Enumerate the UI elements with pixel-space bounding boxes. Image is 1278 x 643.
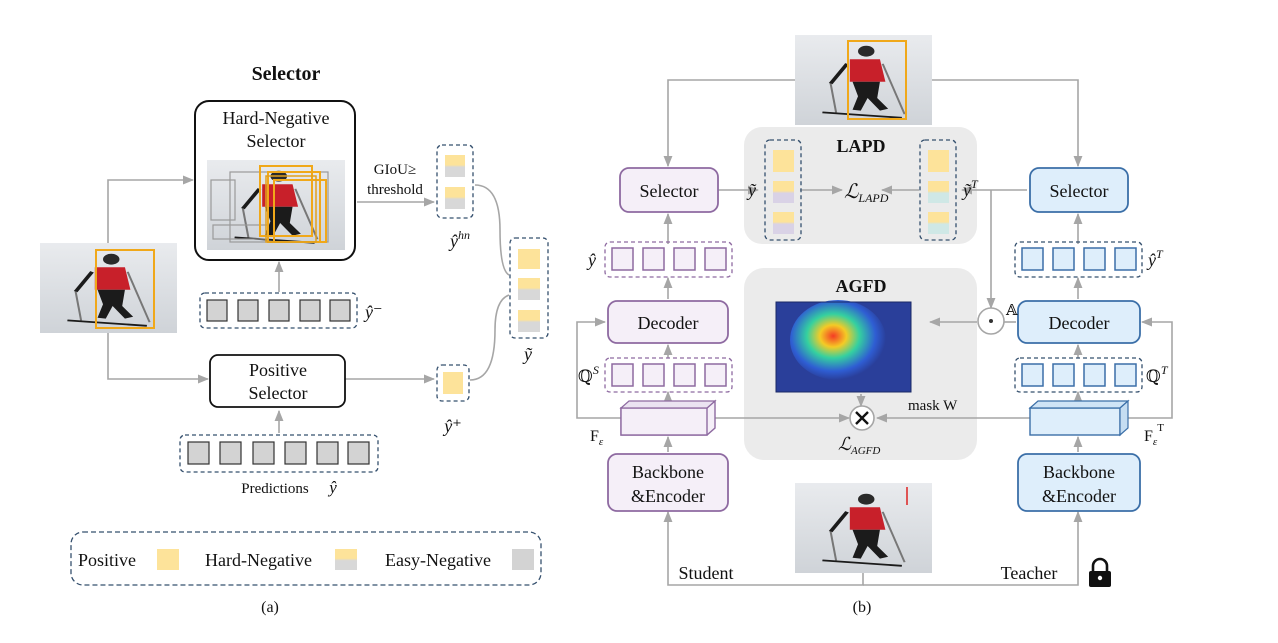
y-hat-hn-label: ŷhn [448, 228, 470, 251]
student-feature-map [619, 399, 717, 436]
y-hat-minus-row [199, 292, 358, 329]
teacher-y-hat-label: ŷT [1146, 247, 1164, 270]
teacher-label: Teacher [1001, 563, 1058, 583]
a-operator [977, 307, 1005, 335]
lapd-region [744, 127, 977, 244]
lapd-title: LAPD [837, 136, 886, 156]
student-query-label: ℚS [578, 363, 599, 386]
mask-w-label: mask W [908, 398, 958, 414]
teacher-backbone-line2: &Encoder [1042, 486, 1116, 506]
teacher-decoder-label: Decoder [1049, 313, 1110, 333]
teacher-decoder: Decoder [1017, 300, 1141, 344]
y-tilde-label-a: ỹ [522, 344, 533, 364]
caption-a: (a) [261, 599, 279, 616]
multiply-operator [849, 405, 875, 431]
student-decoder-label: Decoder [638, 313, 699, 333]
lapd-student-column [764, 139, 802, 241]
lock-icon [1089, 557, 1111, 587]
giou-label-line2: threshold [367, 182, 423, 198]
student-selector-label: Selector [640, 181, 699, 201]
student-label: Student [678, 563, 733, 583]
legend-positive-swatch [157, 549, 179, 570]
y-hat-plus-box [436, 364, 470, 402]
teacher-query-label: ℚT [1146, 363, 1169, 386]
student-backbone-line1: Backbone [632, 462, 704, 482]
legend: Positive Hard-Negative Easy-Negative [70, 531, 542, 586]
legend-easy-negative-swatch [512, 549, 534, 570]
student-backbone-line2: &Encoder [631, 486, 705, 506]
legend-positive-label: Positive [78, 550, 136, 570]
predictions-y-hat: ŷ [327, 478, 337, 497]
hard-negative-selector-line1: Hard-Negative [223, 108, 330, 128]
hard-negative-selector-line2: Selector [247, 131, 306, 151]
caption-b: (b) [853, 599, 872, 616]
teacher-query-row [1014, 357, 1143, 393]
teacher-y-hat-row [1014, 241, 1143, 278]
student-y-hat-row [604, 241, 733, 278]
legend-hard-negative-swatch [335, 549, 357, 570]
teacher-selector: Selector [1029, 167, 1129, 213]
agfd-title: AGFD [836, 276, 887, 296]
predictions-row [179, 434, 379, 473]
student-query-row [604, 357, 733, 393]
teacher-feature-label: FεT [1144, 422, 1164, 448]
student-feature-label: Fε [590, 428, 604, 448]
lapd-y-tilde-teacher: ỹT [961, 177, 979, 200]
teacher-feature-map [1028, 399, 1130, 437]
legend-hard-negative-label: Hard-Negative [205, 550, 312, 570]
connectors-a [107, 175, 510, 433]
attention-heatmap [775, 300, 912, 393]
l-agfd-label: ℒAGFD [838, 434, 880, 457]
student-backbone: Backbone &Encoder [607, 453, 729, 512]
giou-label-line1: GIoU≥ [374, 162, 416, 178]
panel-a-title: Selector [252, 63, 321, 85]
y-hat-minus-label: ŷ⁻ [363, 302, 383, 322]
teacher-backbone-line1: Backbone [1043, 462, 1115, 482]
lapd-y-tilde-student: ỹ [746, 180, 757, 200]
lapd-teacher-column [919, 139, 957, 241]
y-hat-hn-column [436, 144, 474, 219]
top-image-b [795, 35, 932, 125]
l-lapd-label: ℒLAPD [844, 181, 889, 205]
y-hat-plus-label: ŷ⁺ [442, 416, 462, 436]
teacher-selector-label: Selector [1050, 181, 1109, 201]
hard-negative-selector: Hard-Negative Selector [194, 100, 356, 261]
connectors-b [576, 79, 1173, 586]
bottom-image-b [795, 483, 932, 573]
teacher-backbone: Backbone &Encoder [1017, 453, 1141, 512]
a-symbol: 𝔸 [1005, 303, 1018, 319]
predictions-label: Predictions [241, 481, 309, 497]
positive-selector-line2: Selector [249, 383, 308, 403]
legend-easy-negative-label: Easy-Negative [385, 550, 491, 570]
y-tilde-column [509, 237, 549, 339]
positive-selector-line1: Positive [249, 360, 307, 380]
student-selector: Selector [619, 167, 719, 213]
positive-selector: Positive Selector [209, 354, 346, 408]
input-image-a [40, 243, 177, 333]
student-y-hat-label: ŷ [586, 250, 596, 270]
student-decoder: Decoder [607, 300, 729, 344]
